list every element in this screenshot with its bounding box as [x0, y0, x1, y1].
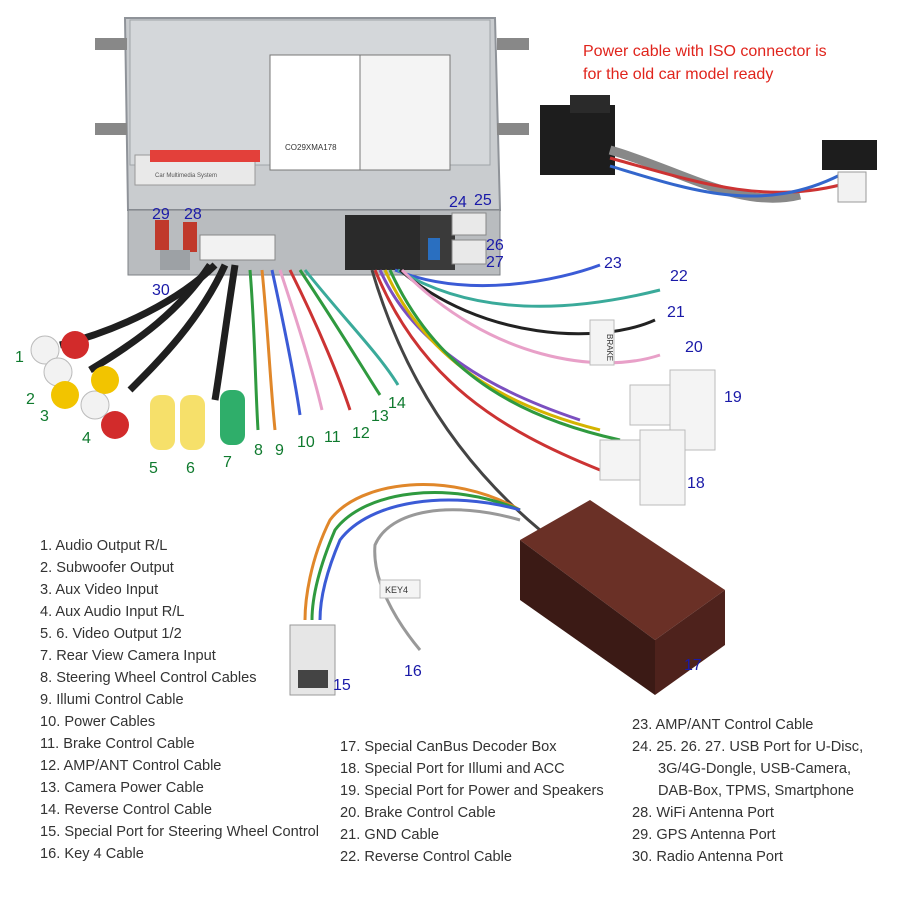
- callout-23: 23: [604, 255, 622, 272]
- callout-25: 25: [474, 192, 492, 209]
- key4-tag: KEY4: [385, 585, 408, 595]
- callout-9: 9: [275, 442, 284, 459]
- legend-item: 16. Key 4 Cable: [40, 846, 144, 862]
- legend-item: 18. Special Port for Illumi and ACC: [340, 761, 565, 777]
- callout-5: 5: [149, 460, 158, 477]
- legend-item: 3. Aux Video Input: [40, 582, 159, 598]
- legend-right: 23. AMP/ANT Control Cable 24. 25. 26. 27…: [632, 714, 863, 868]
- callout-21: 21: [667, 304, 685, 321]
- callout-17: 17: [684, 657, 702, 674]
- brake-tag: BRAKE: [605, 334, 614, 361]
- legend-item: 28. WiFi Antenna Port: [632, 805, 774, 821]
- legend-item: 22. Reverse Control Cable: [340, 849, 512, 865]
- legend-left: 1. Audio Output R/L 2. Subwoofer Output …: [40, 535, 319, 865]
- canbus-decoder-box: [520, 500, 725, 695]
- callout-11: 11: [324, 429, 341, 446]
- callout-2: 2: [26, 391, 35, 408]
- callout-12: 12: [352, 425, 370, 442]
- callout-1: 1: [15, 349, 24, 366]
- callout-24: 24: [449, 194, 467, 211]
- legend-item: 15. Special Port for Steering Wheel Cont…: [40, 824, 320, 840]
- legend-item: 23. AMP/ANT Control Cable: [632, 717, 814, 733]
- callout-3: 3: [40, 408, 49, 425]
- steering-plug: [289, 624, 336, 696]
- callout-30: 30: [152, 282, 170, 299]
- callout-28: 28: [184, 206, 202, 223]
- legend-item: 14. Reverse Control Cable: [40, 802, 212, 818]
- callout-10: 10: [297, 434, 315, 451]
- callout-19: 19: [724, 389, 742, 406]
- callout-13: 13: [371, 408, 389, 425]
- callout-27: 27: [486, 254, 504, 271]
- legend-middle: 17. Special CanBus Decoder Box 18. Speci…: [340, 736, 604, 868]
- iso-connector: [540, 95, 877, 203]
- callout-4: 4: [82, 430, 91, 447]
- legend-item: 13. Camera Power Cable: [40, 780, 204, 796]
- rca-connectors: [30, 331, 245, 450]
- legend-item: DAB-Box, TPMS, Smartphone: [658, 783, 855, 799]
- iso-note-line-1: Power cable with ISO connector is: [583, 43, 827, 60]
- legend-item: 7. Rear View Camera Input: [40, 648, 216, 664]
- legend-item: 17. Special CanBus Decoder Box: [340, 739, 557, 755]
- legend-item: 10. Power Cables: [40, 714, 156, 730]
- callout-18: 18: [687, 475, 705, 492]
- legend-item: 30. Radio Antenna Port: [632, 849, 783, 865]
- legend-item: 12. AMP/ANT Control Cable: [40, 758, 222, 774]
- callout-22: 22: [670, 268, 688, 285]
- callout-8: 8: [254, 442, 263, 459]
- callout-7: 7: [223, 454, 232, 471]
- unit-label: CO29XMA178: [285, 143, 337, 152]
- legend-item: 5. 6. Video Output 1/2: [40, 626, 182, 642]
- legend-item: 29. GPS Antenna Port: [632, 827, 776, 843]
- callouts: 1 2 3 4 5 6 7 8 9 10 11 12 13 14 15 16 1…: [15, 192, 742, 694]
- legend-item: 8. Steering Wheel Control Cables: [40, 670, 257, 686]
- plug-connectors: [599, 369, 716, 506]
- callout-29: 29: [152, 206, 170, 223]
- callout-16: 16: [404, 663, 422, 680]
- legend-item: 20. Brake Control Cable: [340, 805, 496, 821]
- legend-item: 3G/4G-Dongle, USB-Camera,: [658, 761, 852, 777]
- wiring-harness: [59, 262, 661, 651]
- callout-14: 14: [388, 395, 406, 412]
- iso-note: Power cable with ISO connector is for th…: [583, 40, 883, 86]
- callout-15: 15: [333, 677, 351, 694]
- callout-20: 20: [685, 339, 703, 356]
- callout-26: 26: [486, 237, 504, 254]
- iso-note-line-2: for the old car model ready: [583, 66, 774, 83]
- legend-item: 19. Special Port for Power and Speakers: [340, 783, 604, 799]
- callout-6: 6: [186, 460, 195, 477]
- unit-caption: Car Multimedia System: [155, 173, 217, 179]
- wire-tags: BRAKE KEY4: [379, 319, 615, 599]
- head-unit: CO29XMA178 Car Multimedia System: [95, 17, 529, 276]
- legend-item: 4. Aux Audio Input R/L: [40, 604, 185, 620]
- legend-item: 1. Audio Output R/L: [40, 538, 168, 554]
- legend-item: 24. 25. 26. 27. USB Port for U-Disc,: [632, 739, 864, 755]
- legend-item: 11. Brake Control Cable: [40, 736, 195, 752]
- legend-item: 2. Subwoofer Output: [40, 560, 174, 576]
- legend-item: 21. GND Cable: [340, 827, 439, 843]
- legend-item: 9. Illumi Control Cable: [40, 692, 184, 708]
